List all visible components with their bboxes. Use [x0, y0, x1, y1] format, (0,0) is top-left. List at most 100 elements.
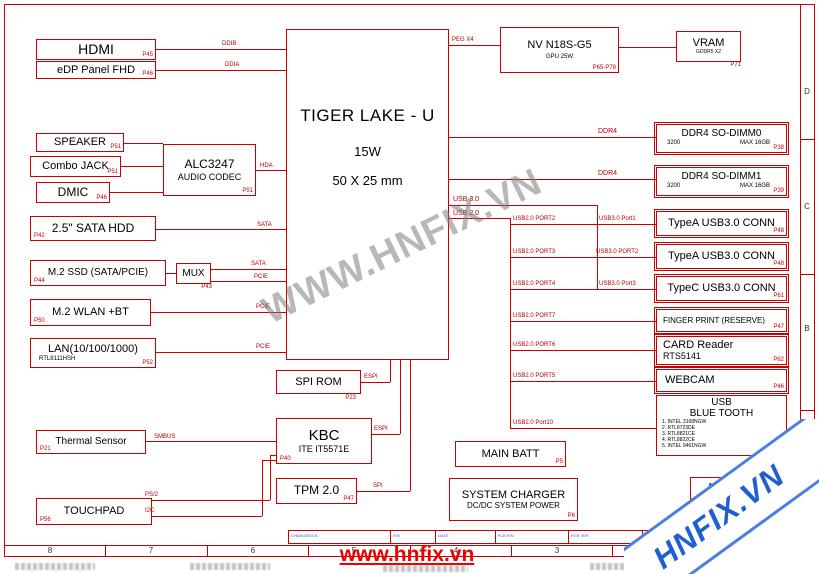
- bluetooth-sublabel: BLUE TOOTH: [689, 408, 754, 419]
- mux-block: MUX P43: [176, 263, 212, 290]
- wire: [110, 192, 163, 193]
- wire: [597, 205, 598, 289]
- wire: [270, 455, 271, 500]
- pin-label: P46: [142, 71, 153, 77]
- rev-cell: DATE: [436, 531, 496, 543]
- rev-cell: PCB P/N: [496, 531, 570, 543]
- bus-label-ps2: PS/2: [145, 492, 159, 498]
- bus-label-ddr4: DDR4: [598, 128, 618, 135]
- bus-label-usb2-port5: USB2.0 PORT5: [513, 373, 556, 379]
- pin-label: P51: [242, 188, 253, 194]
- wire: [156, 229, 286, 230]
- wire: [390, 360, 391, 382]
- pin-label: P51: [110, 144, 121, 150]
- system-charger-block: SYSTEM CHARGER DC/DC SYSTEM POWER P6: [449, 478, 578, 521]
- blurred-footer-text: [190, 563, 270, 570]
- usb-a2-block: TypeA USB3.0 CONN P48: [654, 242, 789, 271]
- audio-codec-block: ALC3247 AUDIO CODEC P51: [163, 144, 256, 196]
- vram-sublabel: GDDR5 X2: [695, 48, 721, 55]
- m2-ssd-label: M.2 SSD (SATA/PCIE): [47, 267, 149, 279]
- system-charger-label: SYSTEM CHARGER: [461, 488, 566, 501]
- usb-a2-label: TypeA USB3.0 CONN: [668, 250, 775, 263]
- wire: [361, 382, 390, 383]
- corner-ribbon: HNFIX.VN: [624, 419, 819, 574]
- zone-number: 5: [351, 546, 357, 555]
- wlan-block: M.2 WLAN +BT P50: [30, 299, 151, 326]
- dimm1-label: DDR4 SO-DIMM1: [681, 171, 762, 182]
- wire: [510, 350, 656, 351]
- pin-label: P45: [142, 52, 153, 58]
- wire: [619, 47, 676, 48]
- bus-label-usb3-port1: USB3.0 Port1: [599, 216, 636, 222]
- zone-tick: [800, 274, 814, 275]
- bus-label-usb2-port7: USB2.0 PORT7: [513, 313, 556, 319]
- zone-number: 3: [554, 546, 560, 555]
- main-batt-block: MAIN BATT P5: [455, 441, 566, 467]
- wire: [510, 289, 656, 290]
- m2-ssd-block: M.2 SSD (SATA/PCIE) P44: [30, 260, 166, 286]
- blurred-footer-text: [15, 563, 95, 570]
- zone-tick: [612, 545, 613, 556]
- touchpad-block: TOUCHPAD P56: [36, 498, 152, 525]
- bluetooth-label: USB: [711, 397, 732, 408]
- pin-label: P48: [773, 228, 784, 234]
- bus-label-usb2-port6: USB2.0 PORT6: [513, 342, 556, 348]
- bluetooth-options: 1. INTEL 3168NGW 2. RTL8723DE 3. RTL8821…: [657, 419, 786, 449]
- pin-label: P61: [773, 293, 784, 299]
- lan-block: LAN(10/100/1000) RTL8111HSH P52: [30, 338, 156, 368]
- pin-label: P5: [555, 459, 563, 465]
- wire: [510, 381, 656, 382]
- pin-label: P48: [773, 261, 784, 267]
- bus-label-spi: SPI: [373, 483, 383, 489]
- thermal-sensor-label: Thermal Sensor: [55, 436, 127, 448]
- wire: [151, 312, 286, 313]
- dimm1-capacity: MAX 16GB: [739, 183, 770, 189]
- dimm0-capacity: MAX 16GB: [739, 140, 770, 146]
- bus-label-pcie: PCIE: [256, 304, 271, 310]
- lan-sublabel: RTL8111HSH: [39, 355, 76, 362]
- gpu-sublabel: GPU 25W: [545, 54, 573, 61]
- bus-label-usb2-port4: USB2.0 PORT4: [513, 281, 556, 287]
- bus-label-usb2-port3: USB2.0 PORT3: [513, 249, 556, 255]
- site-link[interactable]: www.hnfix.vn: [339, 543, 475, 566]
- wire: [449, 45, 500, 46]
- zone-number: 4: [453, 546, 459, 555]
- card-reader-sublabel: RTS5141: [663, 351, 701, 361]
- pin-label: P50: [34, 318, 45, 324]
- zone-letter: B: [804, 324, 810, 333]
- wire: [152, 516, 262, 517]
- webcam-label: WEBCAM: [665, 374, 715, 386]
- frame-border-top: [4, 4, 815, 5]
- pin-label: P47: [773, 324, 784, 330]
- bluetooth-option: 1. INTEL 3168NGW: [662, 419, 707, 425]
- usb-a1-label: TypeA USB3.0 CONN: [668, 217, 775, 230]
- pin-label: P21: [40, 446, 51, 452]
- wire: [357, 491, 410, 492]
- dimm1-block: DDR4 SO-DIMM1 3200 MAX 16GB P39: [654, 165, 789, 198]
- bus-label-i2c: I2C: [145, 508, 155, 514]
- wire: [211, 269, 286, 270]
- bluetooth-option: 2. RTL8723DE: [662, 425, 695, 431]
- touchpad-label: TOUCHPAD: [63, 505, 125, 518]
- bus-label-espi: ESPI: [374, 426, 388, 432]
- bluetooth-option: 3. RTL8821CE: [662, 431, 695, 437]
- rev-cell: CHANGE/ECN: [289, 531, 391, 543]
- bus-label-usb2-port10: USB2.0 Port10: [513, 420, 554, 426]
- speaker-label: SPEAKER: [54, 136, 106, 149]
- pin-label: P56: [40, 517, 51, 523]
- pin-label: P39: [773, 188, 784, 194]
- bus-label-sata: SATA: [251, 261, 266, 267]
- bus-label-ddib: DDIB: [222, 41, 237, 47]
- pin-label: P42: [34, 233, 45, 239]
- dimm0-block: DDR4 SO-DIMM0 3200 MAX 16GB P38: [654, 122, 789, 155]
- wire: [166, 273, 176, 274]
- zone-letter: C: [804, 202, 810, 211]
- dimm1-speed: 3200: [667, 183, 681, 189]
- bluetooth-block: USB BLUE TOOTH 1. INTEL 3168NGW 2. RTL87…: [656, 395, 787, 456]
- bluetooth-option: 4. RTL8822CE: [662, 437, 695, 443]
- pin-label: P65-P78: [592, 65, 616, 71]
- pin-label: P51: [107, 169, 118, 175]
- wire: [262, 460, 276, 461]
- mux-label: MUX: [182, 267, 205, 279]
- sata-hdd-label: 2.5" SATA HDD: [51, 220, 135, 235]
